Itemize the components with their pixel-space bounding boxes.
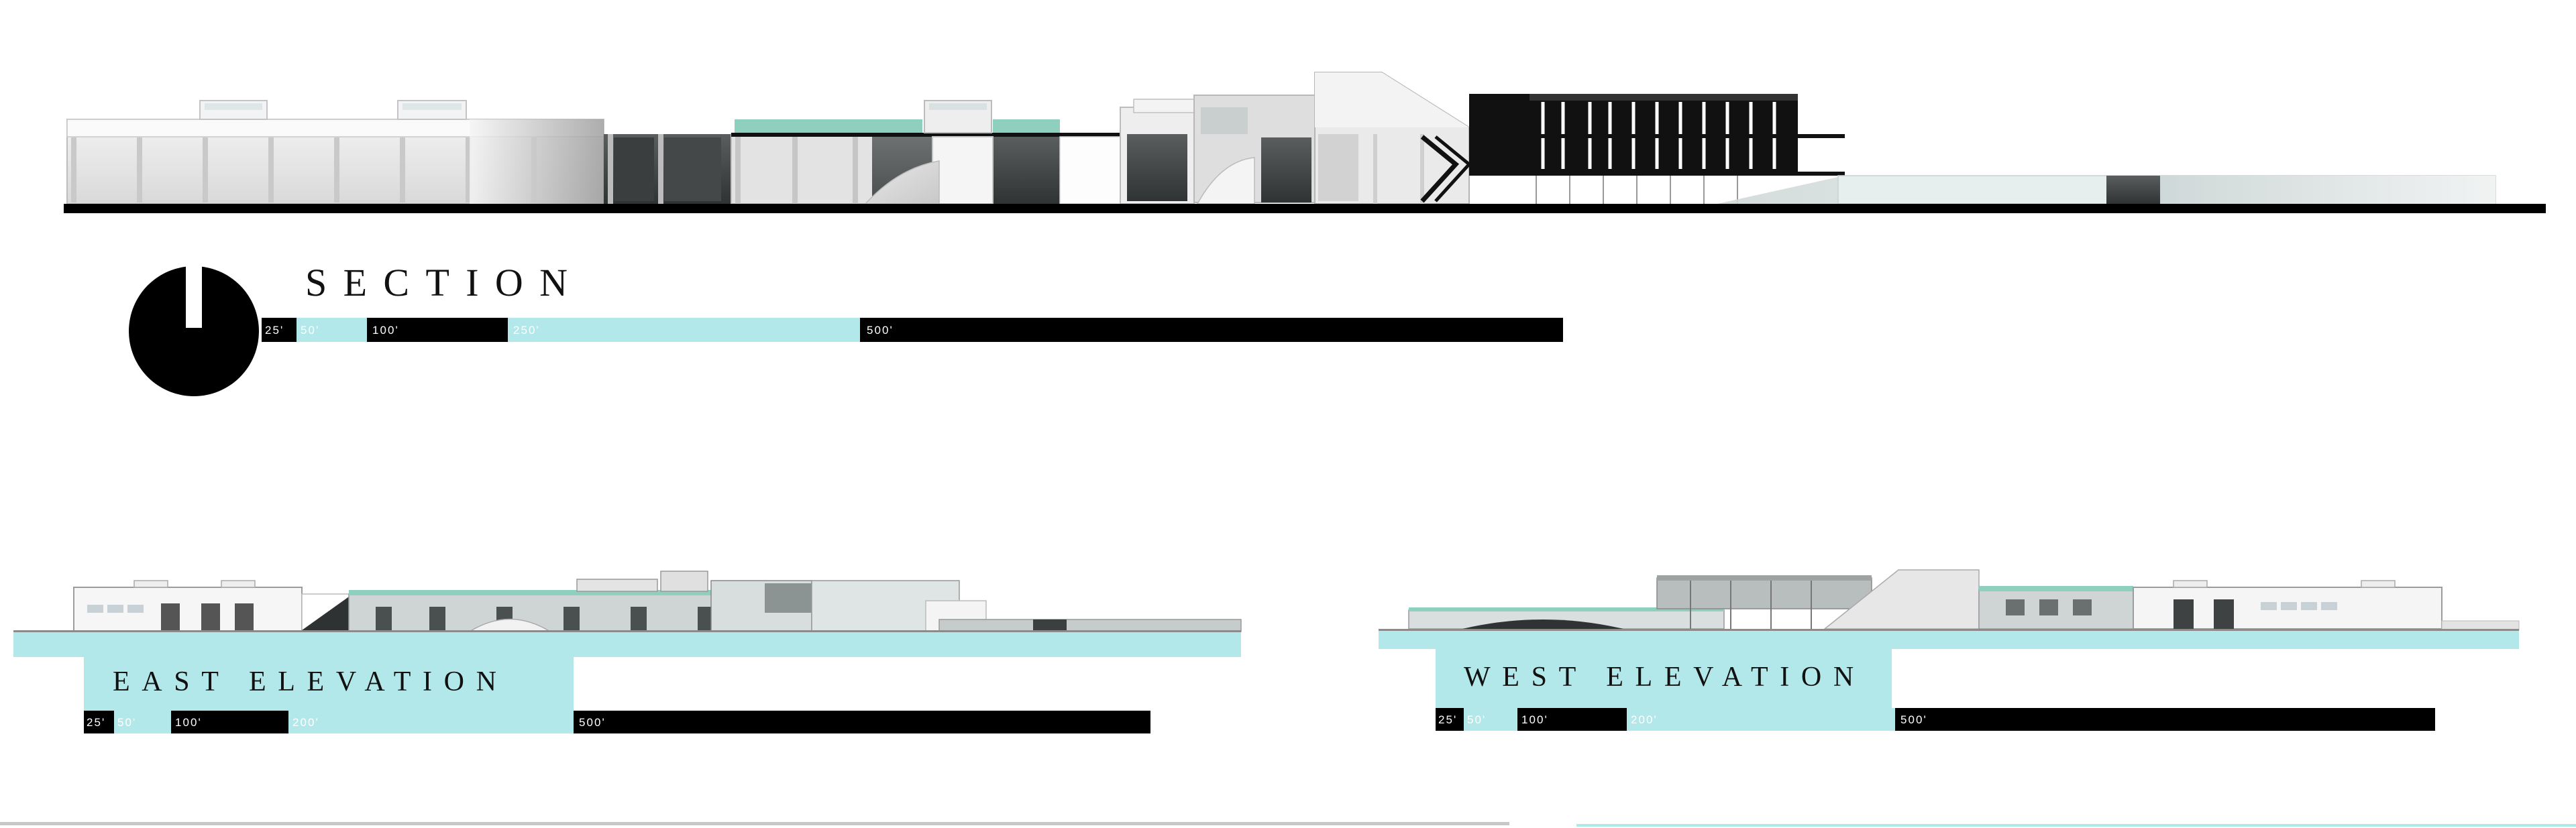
east-title-band (84, 656, 574, 711)
west-title-band (1436, 649, 1892, 711)
scale-label: 25' (1438, 713, 1458, 726)
scale-label: 25' (87, 716, 106, 729)
scale-segment: 100' (1517, 708, 1627, 731)
scale-segment: 500' (860, 318, 1563, 342)
section-scale-bar: 25' 50' 100' 250' 500' (262, 318, 1563, 342)
scale-label: 500' (867, 324, 894, 337)
scale-label: 100' (175, 716, 202, 729)
west-elevation-title: WEST ELEVATION (1464, 662, 1866, 693)
scale-label: 50' (1467, 713, 1487, 726)
scale-label: 200' (1631, 713, 1658, 726)
scale-segment: 500' (574, 711, 1150, 733)
scale-segment: 500' (1895, 708, 2435, 731)
north-arrow-icon (129, 266, 259, 396)
scale-segment: 50' (114, 711, 171, 733)
scale-segment: 250' (508, 318, 860, 342)
scale-label: 25' (265, 324, 284, 337)
east-elevation-title: EAST ELEVATION (113, 666, 508, 697)
scale-segment: 25' (84, 711, 114, 733)
scale-segment: 25' (262, 318, 297, 342)
scale-label: 200' (292, 716, 319, 729)
scale-label: 100' (372, 324, 399, 337)
scale-label: 500' (579, 716, 606, 729)
scale-segment: 25' (1436, 708, 1464, 731)
scale-label: 250' (513, 324, 540, 337)
east-elevation-drawing (13, 571, 1242, 657)
bottom-rule-left (0, 822, 1509, 825)
scale-label: 500' (1900, 713, 1927, 726)
scale-segment: 50' (1464, 708, 1517, 731)
east-scale-bar: 25' 50' 100' 200' 500' (84, 711, 1150, 733)
scale-label: 100' (1521, 713, 1548, 726)
scale-segment: 200' (288, 711, 574, 733)
scale-segment: 50' (297, 318, 367, 342)
bottom-rule-right (1576, 824, 2576, 827)
section-drawing (64, 72, 2546, 213)
section-title: SECTION (305, 261, 584, 304)
scale-segment: 200' (1627, 708, 1895, 731)
scale-segment: 100' (171, 711, 288, 733)
west-scale-bar: 25' 50' 100' 200' 500' (1436, 708, 2435, 731)
scale-label: 50' (117, 716, 137, 729)
scale-segment: 100' (367, 318, 508, 342)
scale-label: 50' (301, 324, 320, 337)
west-elevation-drawing (1379, 569, 2520, 649)
